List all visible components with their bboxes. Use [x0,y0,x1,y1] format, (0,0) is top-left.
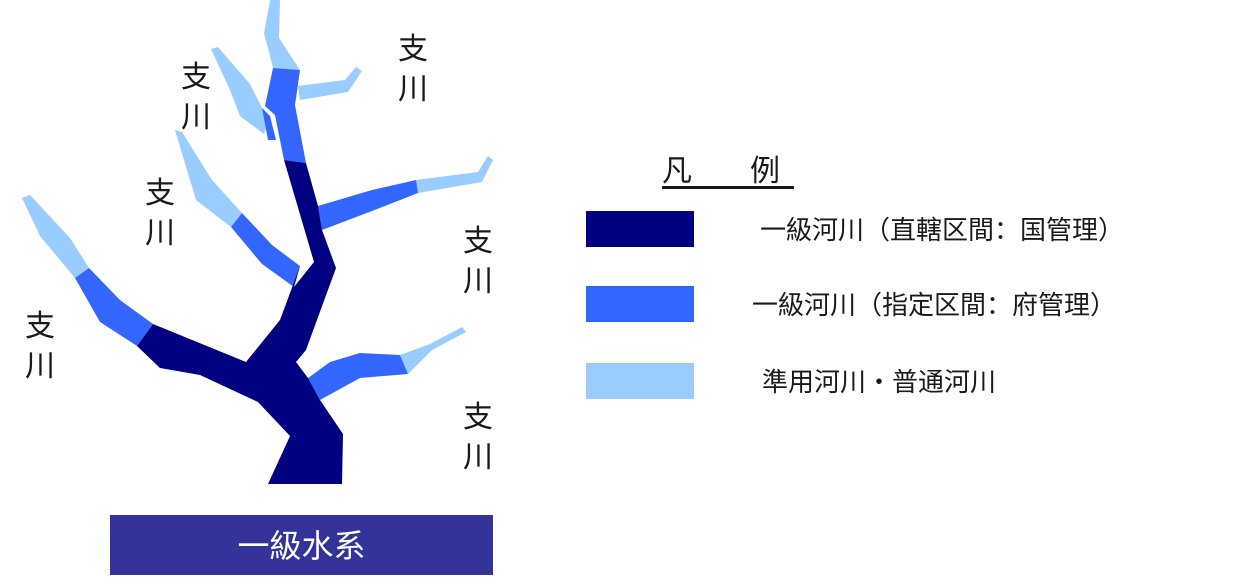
minor-river-right-upper [416,156,493,193]
legend-title: 凡 例 [662,154,794,189]
tributary-label: 支川 [145,176,175,251]
designated-river-right-lower [308,353,408,400]
designated-river-far-left [75,268,153,346]
legend-swatch-designated-river [586,286,694,322]
minor-river-mid-left [175,130,242,227]
tributary-label: 支川 [25,309,55,384]
legend-swatch-main-river [586,211,694,247]
designated-river-top-left [262,108,276,140]
minor-river-right-lower [400,327,466,374]
water-system-label: 一級水系 [237,527,366,565]
main-river-trunk-body [137,160,343,484]
minor-river-top-right [298,67,362,100]
tributary-label: 支川 [463,400,493,475]
water-system-bar: 一級水系 [110,515,493,575]
legend-label-minor-river: 準用河川・普通河川 [762,368,997,398]
minor-river-far-left [22,195,89,278]
tributary-label: 支川 [398,32,428,107]
tributary-label: 支川 [181,60,211,135]
minor-river-segments [22,0,493,374]
minor-river-top-center [264,0,300,70]
legend-label-designated-river: 一級河川（指定区間：府管理） [752,291,1117,321]
legend-swatch-minor-river [586,363,694,399]
designated-river-mid-left [231,213,300,287]
designated-river-segments [75,68,418,400]
tributary-label: 支川 [463,224,493,299]
legend-label-main-river: 一級河川（直轄区間：国管理） [760,216,1125,246]
designated-river-top-center [265,68,306,163]
main-river-trunk [137,160,343,484]
designated-river-right-upper [318,180,418,230]
minor-river-upper-left [211,47,270,134]
river-tree [22,0,493,484]
